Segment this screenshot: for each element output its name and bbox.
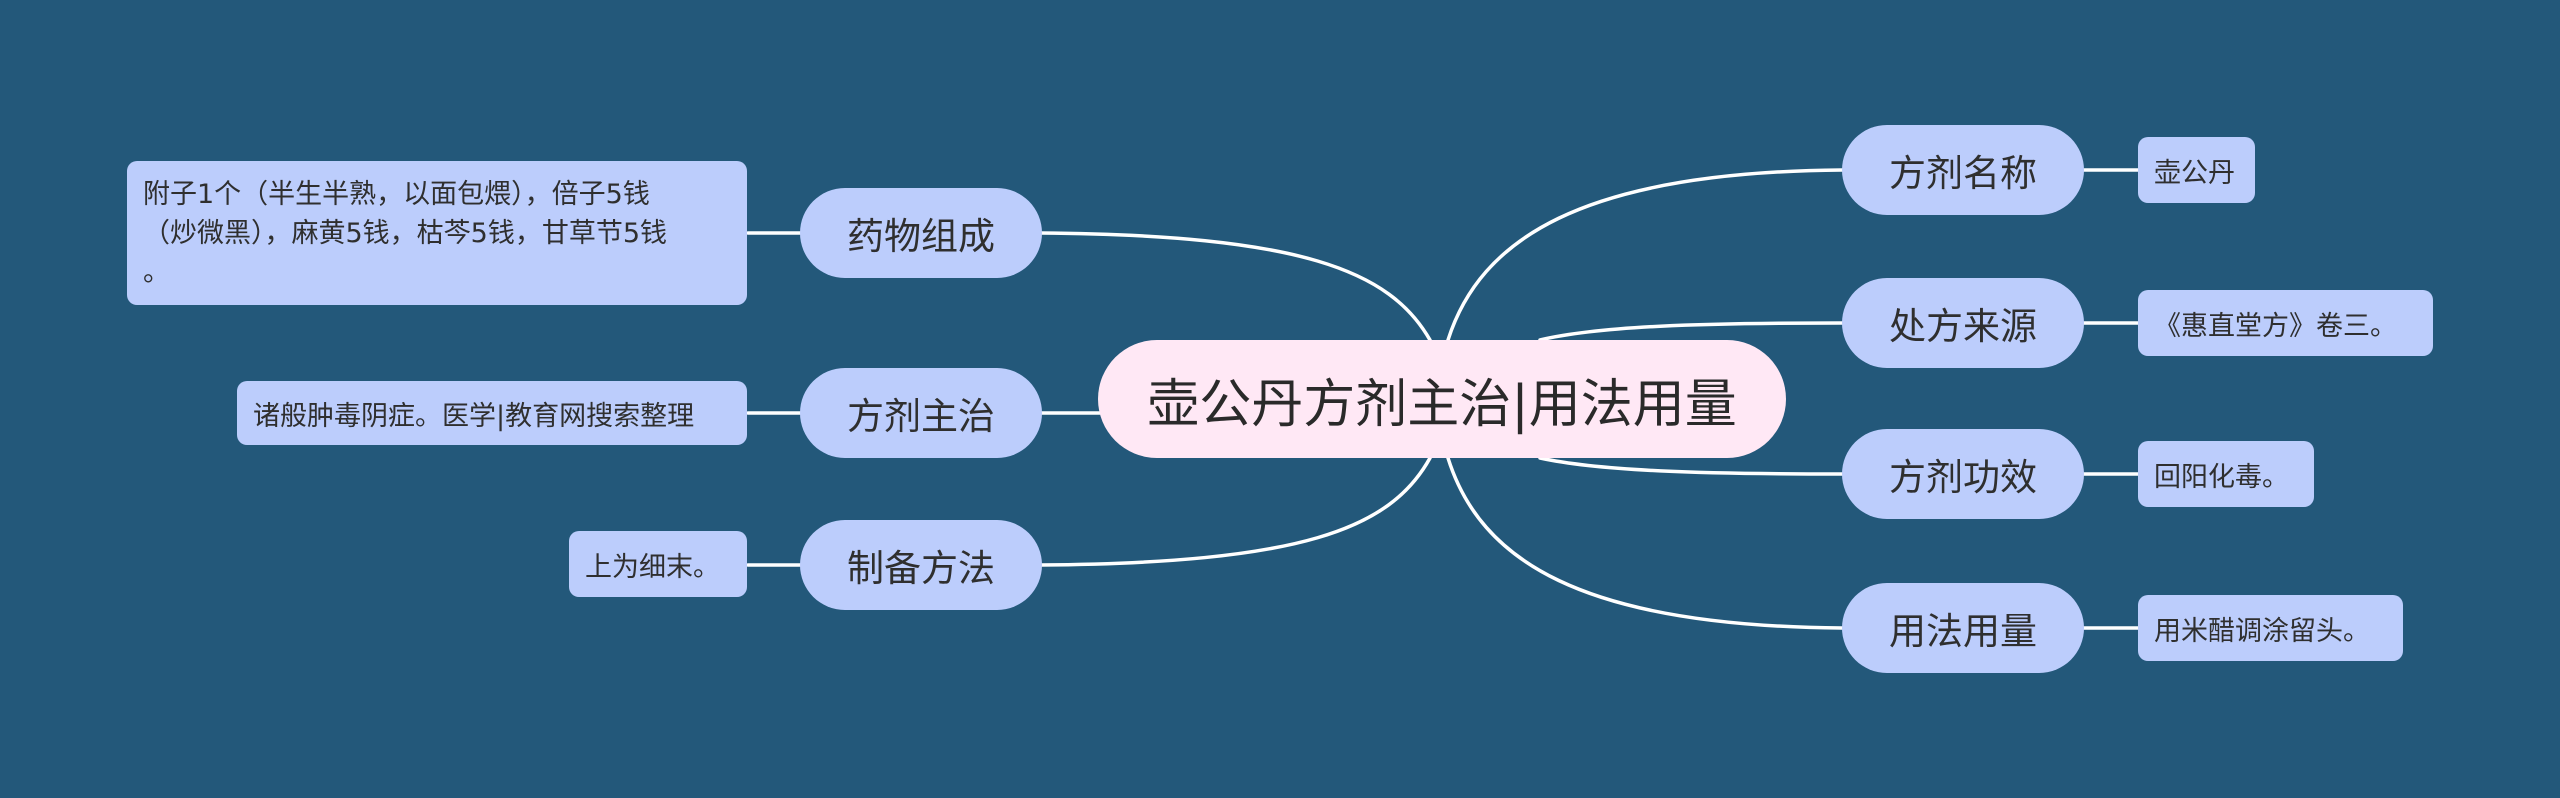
branch-chufang-laiyuan[interactable]: 处方来源 xyxy=(1842,278,2084,368)
branch-zhibei-fangfa[interactable]: 制备方法 xyxy=(800,520,1042,610)
leaf-fangji-mingcheng[interactable]: 壶公丹 xyxy=(2138,137,2255,203)
leaf-yaowu-zucheng[interactable]: 附子1个（半生半熟，以面包煨），倍子5钱 （炒微黑），麻黄5钱，枯芩5钱，甘草节… xyxy=(127,161,747,305)
leaf-chufang-laiyuan[interactable]: 《惠直堂方》卷三。 xyxy=(2138,290,2433,356)
leaf-fangji-zhuzhi[interactable]: 诸般肿毒阴症。医学|教育网搜索整理 xyxy=(237,381,747,445)
branch-fangji-mingcheng[interactable]: 方剂名称 xyxy=(1842,125,2084,215)
connector-zhibei xyxy=(1038,456,1432,567)
connector-laiyuan xyxy=(1538,321,1844,342)
connector-yongfa xyxy=(1446,456,1844,630)
branch-fangji-gongxiao[interactable]: 方剂功效 xyxy=(1842,429,2084,519)
connector-yaowu xyxy=(1038,231,1432,342)
leaf-yongfa-yongliang[interactable]: 用米醋调涂留头。 xyxy=(2138,595,2403,661)
branch-yongfa-yongliang[interactable]: 用法用量 xyxy=(1842,583,2084,673)
connector-mingcheng xyxy=(1446,168,1844,342)
leaf-zhibei-fangfa[interactable]: 上为细末。 xyxy=(569,531,747,597)
branch-yaowu-zucheng[interactable]: 药物组成 xyxy=(800,188,1042,278)
connector-gongxiao xyxy=(1538,456,1844,476)
branch-fangji-zhuzhi[interactable]: 方剂主治 xyxy=(800,368,1042,458)
leaf-fangji-gongxiao[interactable]: 回阳化毒。 xyxy=(2138,441,2314,507)
central-topic[interactable]: 壶公丹方剂主治|用法用量 xyxy=(1098,340,1786,458)
